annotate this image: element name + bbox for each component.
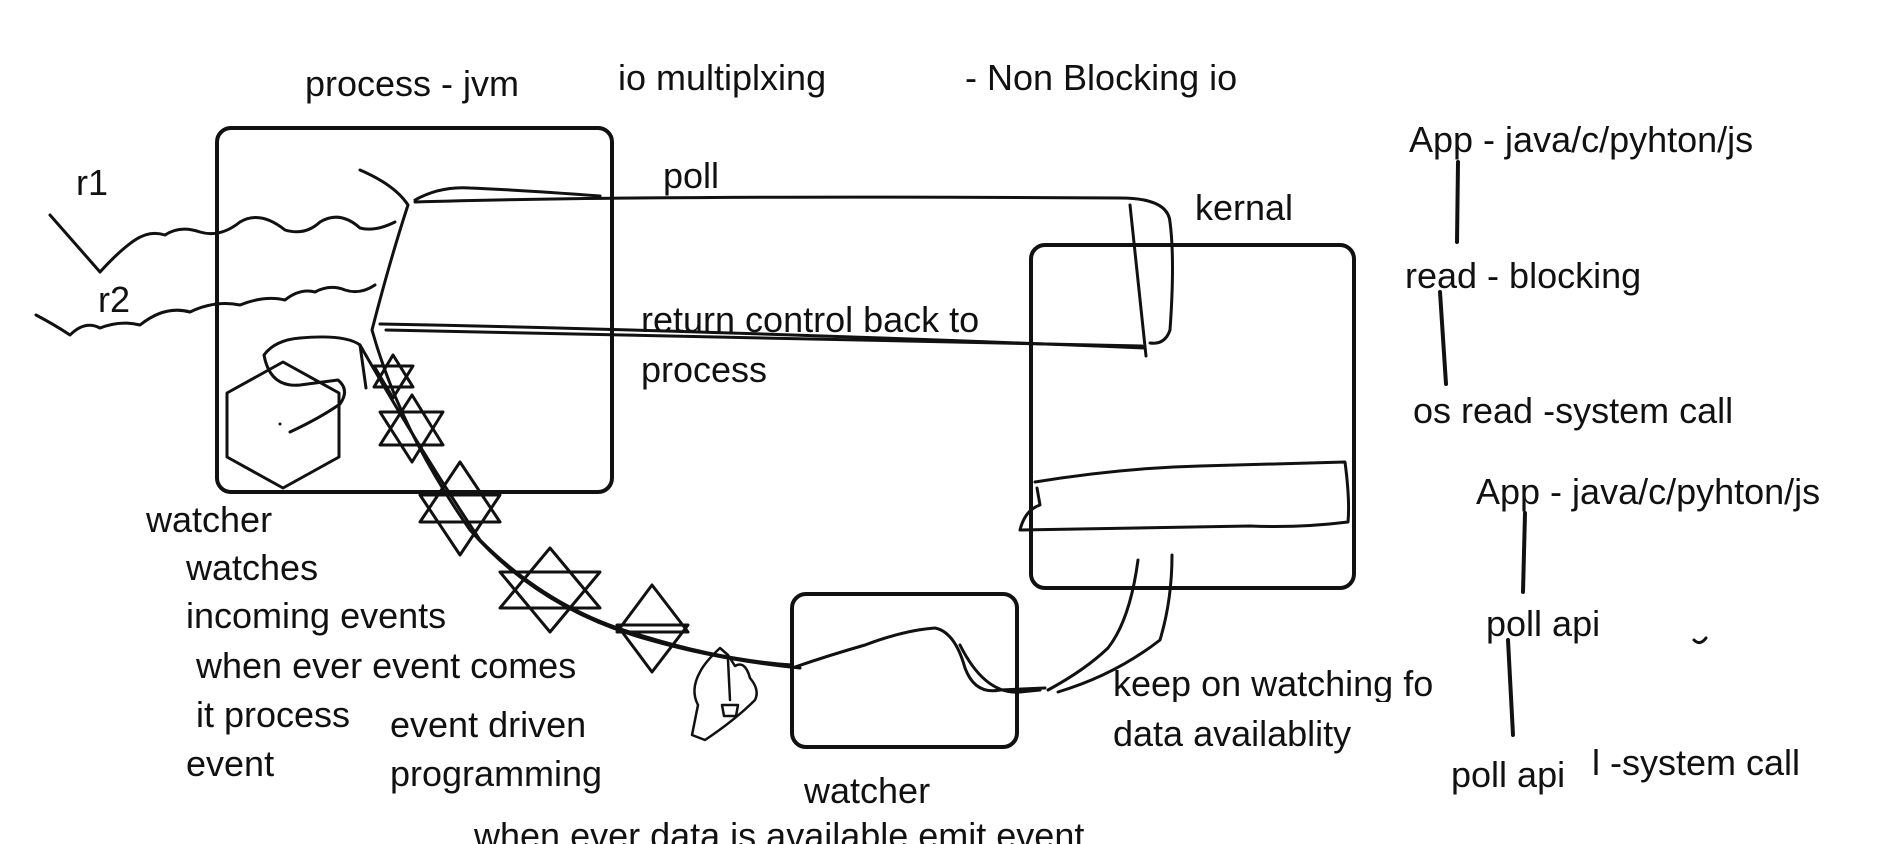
- event-star-4: [498, 546, 602, 634]
- kernel-box: [1029, 243, 1356, 590]
- event-star-3: [418, 460, 502, 557]
- watcher-note-line1: watches: [186, 547, 319, 588]
- blocking-app-label: App - java/c/pyhton/js: [1409, 119, 1754, 160]
- watcher-squiggle-2: [958, 643, 1042, 694]
- poll-arrow: [413, 195, 1174, 345]
- kernel-tick-line: [1128, 203, 1148, 358]
- watcher-to-kernel: [1046, 558, 1140, 692]
- read-blocking-label: read - blocking: [1405, 255, 1642, 296]
- request-r2-label: r2: [98, 279, 131, 320]
- poll-connector-1: [1521, 511, 1527, 594]
- emit-event-note: when ever data is available emit event: [474, 815, 1085, 844]
- return-control-arrow-2: [384, 328, 1144, 348]
- watcher-arc-inner: [358, 343, 794, 667]
- event-star-2: [378, 393, 445, 464]
- process-box: [215, 126, 614, 494]
- io-multiplexing-label: io multiplxing: [618, 57, 827, 98]
- poll-label: poll: [663, 155, 720, 196]
- event-driven-line2: programming: [390, 753, 603, 794]
- request-r1-label: r1: [76, 162, 109, 203]
- kernel-label: kernal: [1195, 187, 1294, 228]
- watcher-arc: [358, 168, 802, 670]
- system-call-label: l -system call: [1592, 742, 1801, 783]
- os-read-label: os read -system call: [1413, 390, 1734, 431]
- process-title: process - jvm: [305, 63, 520, 104]
- blocking-connector-2: [1438, 290, 1448, 386]
- non-blocking-label: - Non Blocking io: [965, 57, 1238, 98]
- watcher-box: [790, 592, 1019, 749]
- watcher-note-line4: it process: [196, 694, 351, 735]
- bottom-watcher-label: watcher: [804, 770, 931, 811]
- poll-connector-2: [1506, 638, 1515, 737]
- keep-watching-line2: data availablity: [1113, 713, 1352, 754]
- watcher-note-line3: when ever event comes: [196, 645, 577, 686]
- poll-api-label-2: poll api: [1451, 754, 1566, 795]
- event-star-1: [372, 353, 415, 400]
- request-r2-squiggle: [34, 283, 377, 337]
- event-driven-line1: event driven: [390, 704, 587, 745]
- bulb-doodle-stem: [720, 658, 740, 718]
- event-loop-hexagon: [225, 360, 341, 490]
- watcher-note-title: watcher: [146, 499, 273, 540]
- poll-api-label: poll api: [1486, 603, 1601, 644]
- keep-watching-line1: keep on watching fo: [1113, 666, 1434, 702]
- watcher-to-kernel-2: [1056, 553, 1174, 694]
- data-availability-bar: [1018, 460, 1351, 532]
- event-star-5: [615, 583, 690, 674]
- bulb-doodle: [690, 646, 758, 742]
- watcher-note-line2: incoming events: [186, 595, 447, 636]
- request-r1-squiggle: [48, 213, 397, 274]
- watcher-squiggle: [793, 626, 1047, 693]
- stray-mark: [1692, 636, 1708, 645]
- poll-app-label: App - java/c/pyhton/js: [1476, 471, 1821, 512]
- return-control-line2: process: [641, 349, 768, 390]
- poll-arrow-loop: [413, 186, 602, 202]
- blocking-connector-1: [1455, 160, 1460, 244]
- watcher-note-line5: event: [186, 743, 275, 784]
- hexagon-dot: [278, 422, 282, 426]
- return-control-line1: return control back to: [641, 299, 980, 340]
